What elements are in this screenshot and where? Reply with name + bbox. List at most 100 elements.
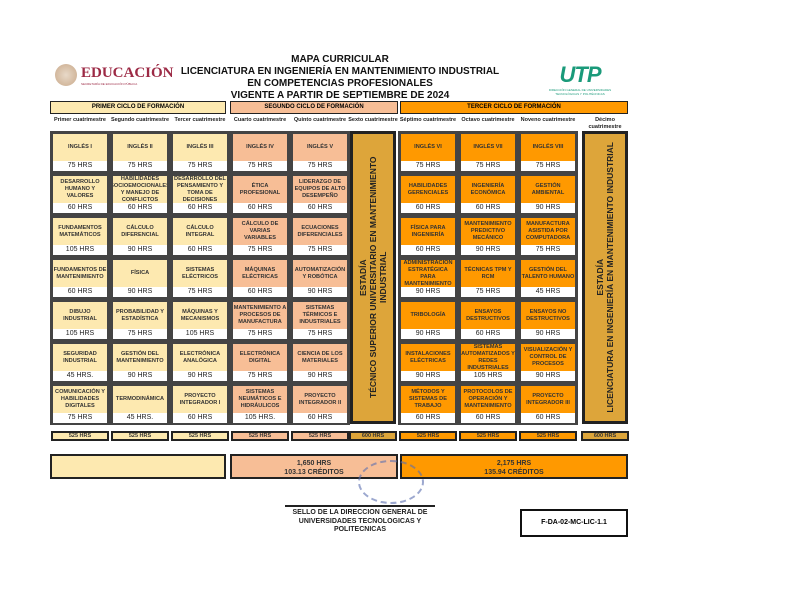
- subject-name: INGLÉS I: [53, 134, 107, 161]
- subject-name: SISTEMAS ELÉCTRICOS: [173, 260, 227, 287]
- subject-name: INGLÉS VII: [461, 134, 515, 161]
- subject-hours: 90 HRS: [113, 371, 167, 381]
- subject-hours: 75 HRS: [53, 161, 107, 171]
- subject-name: DESARROLLO DEL PENSAMIENTO Y TOMA DE DEC…: [173, 176, 227, 203]
- subject-name: GESTIÓN DEL TALENTO HUMANO: [521, 260, 575, 287]
- term-label: Séptimo cuatrimestre: [399, 117, 457, 123]
- subject-name: COMUNICACIÓN Y HABILIDADES DIGITALES: [53, 386, 107, 413]
- summary-first-cycle: [50, 454, 226, 479]
- subject-name: INGLÉS IV: [233, 134, 287, 161]
- subject-cell: HABILIDADES SOCIOEMOCIONALES Y MANEJO DE…: [110, 173, 170, 215]
- term-total-hours: 600 HRS: [581, 431, 629, 441]
- subject-hours: 60 HRS: [293, 413, 347, 423]
- subject-name: MANTENIMIENTO PREDICTIVO MECÁNICO: [461, 218, 515, 245]
- subject-hours: 60 HRS: [461, 203, 515, 213]
- subject-hours: 75 HRS: [113, 329, 167, 339]
- subject-name: AUTOMATIZACIÓN Y ROBÓTICA: [293, 260, 347, 287]
- subject-hours: 75 HRS: [233, 161, 287, 171]
- subject-name: TERMODINÁMICA: [113, 386, 167, 413]
- subject-cell: ADMINISTRACIÓN ESTRATÉGICA PARA MANTENIM…: [398, 257, 458, 299]
- subject-name: CIENCIA DE LOS MATERIALES: [293, 344, 347, 371]
- term-label: Primer cuatrimestre: [54, 117, 106, 123]
- subject-hours: 75 HRS: [293, 161, 347, 171]
- subject-hours: 60 HRS: [233, 287, 287, 297]
- title-line: VIGENTE A PARTIR DE SEPTIEMBRE DE 2024: [230, 90, 450, 101]
- subject-name: ADMINISTRACIÓN ESTRATÉGICA PARA MANTENIM…: [401, 260, 455, 287]
- subject-name: DIBUJO INDUSTRIAL: [53, 302, 107, 329]
- term-total-hours: 525 HRS: [291, 431, 349, 441]
- term-total-hours: 525 HRS: [231, 431, 289, 441]
- subject-hours: 105 HRS: [461, 371, 515, 381]
- subject-hours: 75 HRS: [173, 287, 227, 297]
- title-line: EN COMPETENCIAS PROFESIONALES: [247, 78, 433, 89]
- subject-hours: 75 HRS: [461, 161, 515, 171]
- subject-name: MÁQUINAS Y MECANISMOS: [173, 302, 227, 329]
- subject-name: ELECTRÓNICA DIGITAL: [233, 344, 287, 371]
- subject-name: FUNDAMENTOS DE MANTENIMIENTO: [53, 260, 107, 287]
- subject-hours: 105 HRS: [53, 329, 107, 339]
- subject-name: PROYECTO INTEGRADOR III: [521, 386, 575, 413]
- subject-name: INGLÉS VIII: [521, 134, 575, 161]
- subject-name: HABILIDADES SOCIOEMOCIONALES Y MANEJO DE…: [113, 176, 167, 203]
- subject-hours: 60 HRS: [113, 203, 167, 213]
- subject-hours: 75 HRS: [521, 245, 575, 255]
- subject-name: CÁLCULO DE VARIAS VARIABLES: [233, 218, 287, 245]
- subject-hours: 75 HRS: [293, 329, 347, 339]
- subject-hours: 90 HRS: [173, 371, 227, 381]
- subject-name: INGLÉS V: [293, 134, 347, 161]
- signature-line: [285, 505, 435, 507]
- term-total-hours: 525 HRS: [111, 431, 169, 441]
- subject-hours: 60 HRS: [401, 413, 455, 423]
- subject-hours: 90 HRS: [401, 287, 455, 297]
- subject-name: ELECTRÓNICA ANALÓGICA: [173, 344, 227, 371]
- subject-name: INGLÉS III: [173, 134, 227, 161]
- subject-name: CÁLCULO INTEGRAL: [173, 218, 227, 245]
- subject-name: LIDERAZGO DE EQUIPOS DE ALTO DESEMPEÑO: [293, 176, 347, 203]
- subject-name: ECUACIONES DIFERENCIALES: [293, 218, 347, 245]
- subject-name: DESARROLLO HUMANO Y VALORES: [53, 176, 107, 203]
- term-label: Octavo cuatrimestre: [461, 117, 515, 123]
- subject-name: ÉTICA PROFESIONAL: [233, 176, 287, 203]
- subject-hours: 90 HRS: [293, 371, 347, 381]
- subject-name: SISTEMAS AUTOMATIZADOS Y REDES INDUSTRIA…: [461, 344, 515, 371]
- term-total-hours: 525 HRS: [519, 431, 577, 441]
- subject-cell: DESARROLLO DEL PENSAMIENTO Y TOMA DE DEC…: [170, 173, 230, 215]
- cycle-header: PRIMER CICLO DE FORMACIÓN: [50, 101, 226, 114]
- subject-hours: 105 HRS: [173, 329, 227, 339]
- subject-hours: 45 HRS.: [53, 371, 107, 381]
- subject-hours: 90 HRS: [113, 245, 167, 255]
- subject-hours: 90 HRS: [293, 287, 347, 297]
- term-total-hours: 525 HRS: [171, 431, 229, 441]
- subject-name: HABILIDADES GERENCIALES: [401, 176, 455, 203]
- subject-hours: 90 HRS: [401, 329, 455, 339]
- subject-hours: 60 HRS: [53, 203, 107, 213]
- subject-name: FUNDAMENTOS MATEMÁTICOS: [53, 218, 107, 245]
- subject-name: INGLÉS II: [113, 134, 167, 161]
- subject-name: PROYECTO INTEGRADOR I: [173, 386, 227, 413]
